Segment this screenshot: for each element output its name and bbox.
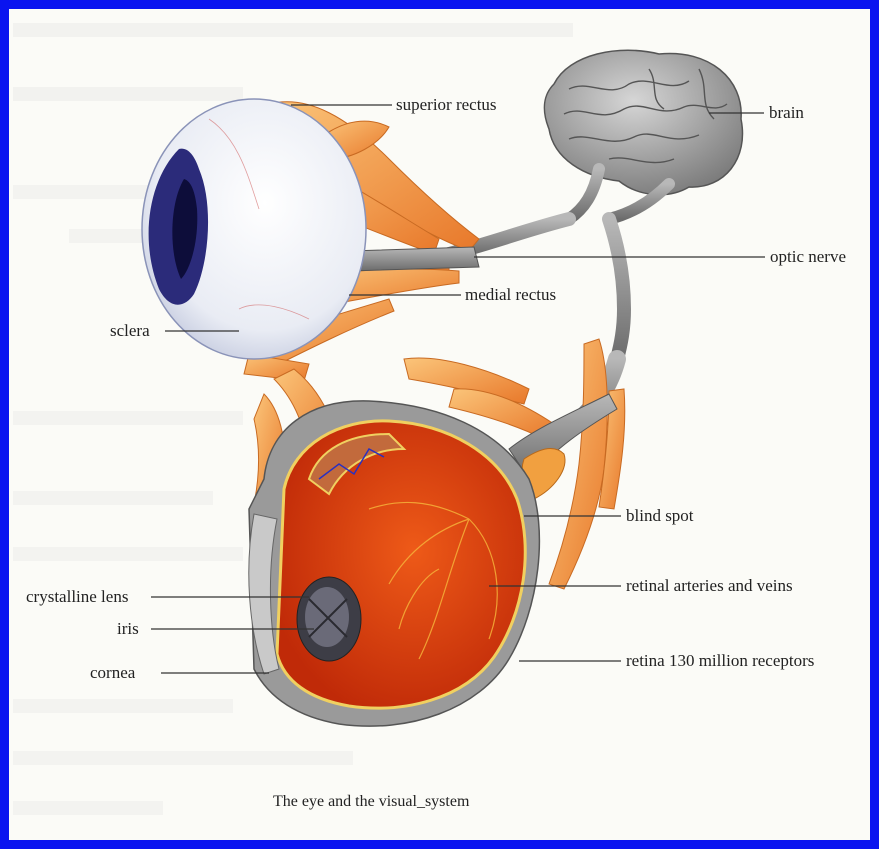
label-sclera: sclera [110, 322, 150, 340]
eye-visual-system-illustration [9, 9, 870, 840]
brain-shape [544, 50, 742, 194]
upper-optic-nerve [349, 247, 479, 271]
label-cornea: cornea [90, 664, 135, 682]
label-medial-rectus: medial rectus [465, 286, 556, 304]
label-retinal-arteries-veins: retinal arteries and veins [626, 577, 793, 595]
figure-caption: The eye and the visual_system [273, 793, 469, 811]
label-superior-rectus: superior rectus [396, 96, 497, 114]
label-blind-spot: blind spot [626, 507, 694, 525]
upper-eyeball [142, 99, 366, 359]
label-brain: brain [769, 104, 804, 122]
label-optic-nerve: optic nerve [770, 248, 846, 266]
label-retina: retina 130 million receptors [626, 652, 814, 670]
label-iris: iris [117, 620, 139, 638]
lower-eyeball-section [249, 401, 540, 726]
diagram-frame: superior rectus brain optic nerve medial… [9, 9, 870, 840]
label-crystalline-lens: crystalline lens [26, 588, 128, 606]
